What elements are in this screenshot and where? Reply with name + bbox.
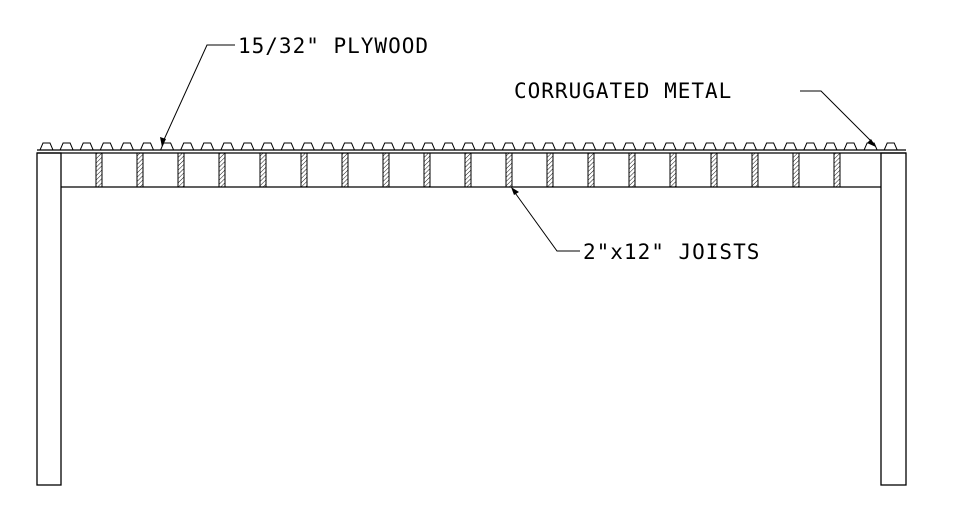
left-post — [36, 152, 62, 486]
joist — [177, 152, 185, 188]
joists-leader-arrow — [511, 187, 519, 195]
joist — [341, 152, 349, 188]
metal-label: CORRUGATED METAL — [514, 79, 732, 103]
joist — [546, 152, 554, 188]
plywood-leader-arrow — [160, 137, 166, 147]
joist — [464, 152, 472, 188]
joist — [833, 152, 841, 188]
joist — [710, 152, 718, 188]
joist — [300, 152, 308, 188]
metal-leader-line — [800, 90, 875, 145]
joist — [628, 152, 636, 188]
plywood-label: 15/32" PLYWOOD — [238, 34, 429, 58]
corrugated-metal-profile — [37, 142, 902, 151]
metal-leader-arrow — [867, 139, 876, 147]
joist — [423, 152, 431, 188]
joist — [259, 152, 267, 188]
joist — [136, 152, 144, 188]
joist — [587, 152, 595, 188]
joist — [792, 152, 800, 188]
joists-label: 2"x12" JOISTS — [583, 240, 760, 264]
right-post — [880, 152, 907, 486]
joist — [382, 152, 390, 188]
joist — [218, 152, 226, 188]
joists-leader-line — [512, 189, 580, 252]
joist — [95, 152, 103, 188]
joist — [669, 152, 677, 188]
joist — [751, 152, 759, 188]
joists-group — [95, 152, 841, 188]
plywood-leader-line — [161, 44, 235, 145]
joist — [505, 152, 513, 188]
